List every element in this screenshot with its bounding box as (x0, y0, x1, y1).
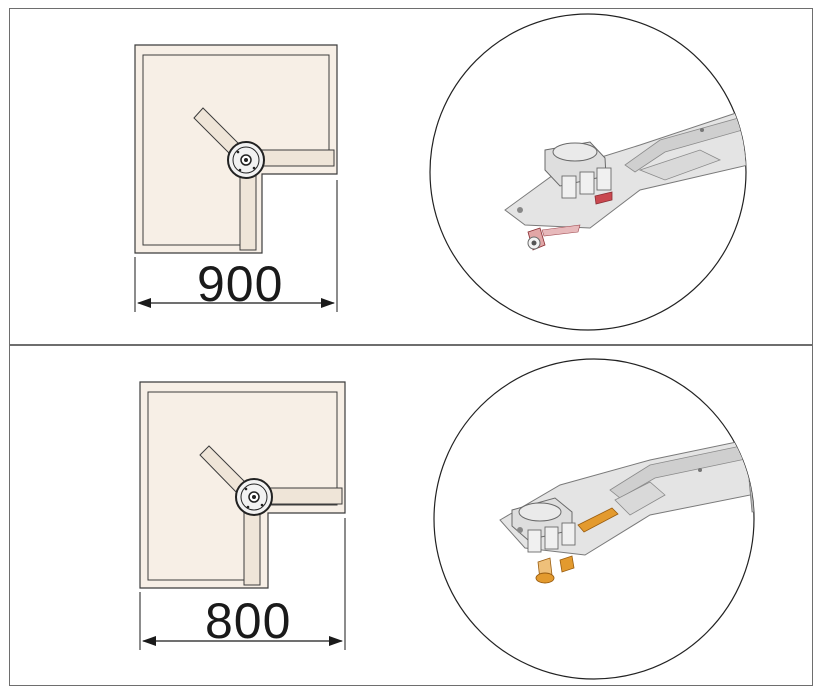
detail-circle-800 (433, 358, 755, 680)
panel-divider (9, 344, 813, 345)
dimension-label-800: 800 (205, 593, 292, 649)
corner-cabinet-800 (139, 381, 346, 650)
detail-circle-900 (429, 13, 747, 331)
hinge-fitting-900-icon (504, 99, 746, 251)
dimension-label-900: 900 (197, 256, 284, 312)
turntable-hub-900-icon (227, 141, 265, 179)
corner-cabinet-900 (134, 44, 338, 312)
turntable-hub-800-icon (235, 478, 273, 516)
